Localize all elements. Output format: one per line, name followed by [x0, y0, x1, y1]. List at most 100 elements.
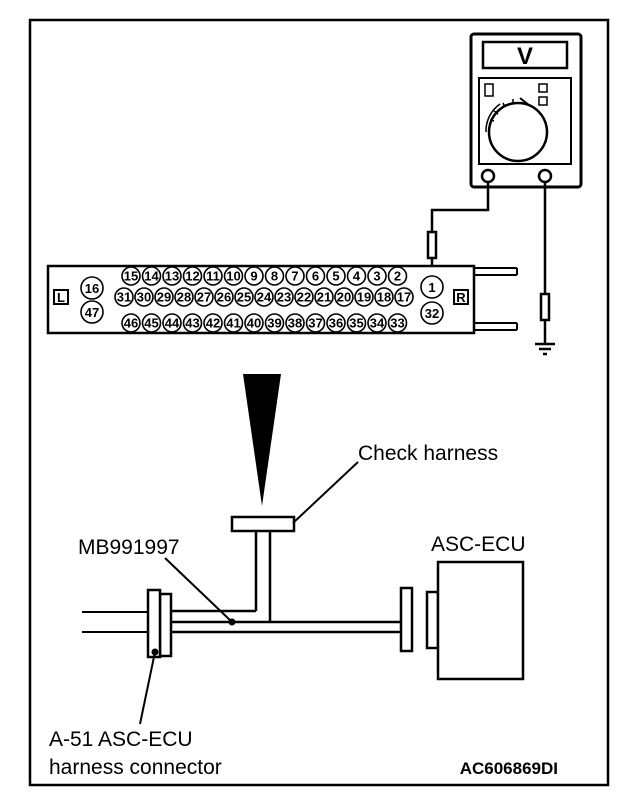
connector-pin-31: 31: [114, 287, 134, 307]
connector-pin-label: 36: [329, 316, 343, 331]
connector-right-tag-box: [453, 289, 469, 305]
connector-pin-label: 4: [353, 269, 361, 284]
connector-pin-label: 17: [397, 290, 411, 305]
connector-left-tag: L: [57, 290, 65, 305]
connector-pin-label: 43: [185, 316, 199, 331]
connector-pin-label: 5: [332, 269, 339, 284]
connector-pin-label: 3: [373, 269, 380, 284]
meter-display-unit: V: [517, 43, 533, 70]
connector-pin-16: 16: [80, 276, 104, 300]
connector-pin-22: 22: [294, 287, 314, 307]
connector-pin-46: 46: [121, 313, 141, 333]
connector-pin-15: 15: [121, 266, 141, 286]
connector-pin-17: 17: [394, 287, 414, 307]
connector-pin-23: 23: [274, 287, 294, 307]
connector-pin-label: 28: [177, 290, 191, 305]
connector-pin-47: 47: [80, 300, 104, 324]
connector-pin-10: 10: [223, 266, 244, 286]
probe-lead: [426, 182, 490, 276]
connector-pin-label: 1: [428, 280, 435, 295]
connector-pin-30: 30: [134, 287, 154, 307]
connector-pin-2: 2: [387, 266, 408, 286]
label-check-harness: Check harness: [358, 442, 498, 465]
direction-arrow: [243, 374, 281, 506]
connector-pin-41: 41: [223, 313, 244, 333]
connector-pin-label: 47: [85, 305, 99, 320]
leader-lines: [139, 461, 359, 725]
connector-pin-7: 7: [285, 266, 305, 286]
label-tool-number: MB991997: [78, 536, 180, 559]
connector-pin-32: 32: [420, 301, 444, 325]
connector-pin-label: 23: [277, 290, 291, 305]
connector-pin-20: 20: [334, 287, 354, 307]
connector-pin-label: 6: [312, 269, 319, 284]
connector-pin-label: 42: [206, 316, 220, 331]
connector-pin-29: 29: [154, 287, 174, 307]
connector-pin-25: 25: [234, 287, 254, 307]
connector-pin-44: 44: [162, 313, 182, 333]
figure-border: [28, 18, 610, 787]
ecu-side-plug: [399, 586, 414, 653]
meter-jack-positive: [537, 168, 553, 184]
harness-connector-body: [146, 588, 162, 659]
connector-pin-39: 39: [264, 313, 285, 333]
harness-plug: [158, 592, 173, 658]
connector-pin-19: 19: [354, 287, 374, 307]
label-asc-ecu: ASC-ECU: [431, 533, 526, 556]
connector-pin-40: 40: [244, 313, 264, 333]
connector-pin-label: 27: [197, 290, 211, 305]
connector-pin-9: 9: [244, 266, 264, 286]
connector-pin-label: 20: [337, 290, 351, 305]
connector-pin-3: 3: [367, 266, 387, 286]
connector-pin-label: 35: [349, 316, 363, 331]
ground-icon: [535, 342, 555, 356]
connector-pin-label: 7: [291, 269, 298, 284]
connector-pin-label: 30: [137, 290, 151, 305]
connector-pin-label: 11: [206, 269, 220, 284]
connector-pin-label: 38: [288, 316, 302, 331]
connector-pin-26: 26: [214, 287, 234, 307]
connector-pin-21: 21: [314, 287, 334, 307]
connector-pin-label: 31: [117, 290, 131, 305]
voltmeter: V: [469, 32, 583, 189]
figure-code: AC606869DI: [460, 759, 558, 778]
connector-pin-label: 46: [124, 316, 138, 331]
connector-pin-14: 14: [141, 266, 162, 286]
connector-pin-11: 11: [203, 266, 223, 286]
connector-pin-27: 27: [194, 287, 214, 307]
connector-pin-label: 41: [226, 316, 240, 331]
connector-pin-33: 33: [387, 313, 408, 333]
meter-mode-indicator: [484, 83, 494, 97]
connector-pin-label: 14: [144, 269, 159, 284]
connector-pin-label: 18: [377, 290, 391, 305]
label-harness-connector-line1: A-51 ASC-ECU: [49, 728, 193, 751]
connector-pin-label: 19: [357, 290, 371, 305]
connector-pin-label: 37: [308, 316, 322, 331]
connector-pin-38: 38: [285, 313, 305, 333]
label-harness-connector-line2: harness connector: [49, 756, 222, 779]
asc-ecu-unit: [425, 560, 525, 681]
connector-pin-label: 13: [165, 269, 179, 284]
connector-pin-label: 10: [226, 269, 240, 284]
connector-pin-label: 12: [185, 269, 199, 284]
connector-pin-5: 5: [326, 266, 346, 286]
connector-pin-label: 32: [425, 306, 439, 321]
connector-pin-35: 35: [346, 313, 367, 333]
connector-pin-28: 28: [174, 287, 194, 307]
connector-pin-24: 24: [254, 287, 274, 307]
check-harness: [82, 515, 414, 659]
meter-jack-negative: [480, 168, 496, 184]
connector-pin-label: 15: [124, 269, 138, 284]
connector-pin-label: 24: [257, 290, 272, 305]
connector-pin-18: 18: [374, 287, 394, 307]
connector-pin-43: 43: [182, 313, 203, 333]
connector-pin-label: 21: [317, 290, 331, 305]
connector-pin-34: 34: [367, 313, 387, 333]
connector-pin-6: 6: [305, 266, 326, 286]
connector-pin-42: 42: [203, 313, 223, 333]
ground-lead: [535, 182, 555, 356]
connector-pin-label: 39: [267, 316, 281, 331]
connector-pin-label: 33: [390, 316, 404, 331]
